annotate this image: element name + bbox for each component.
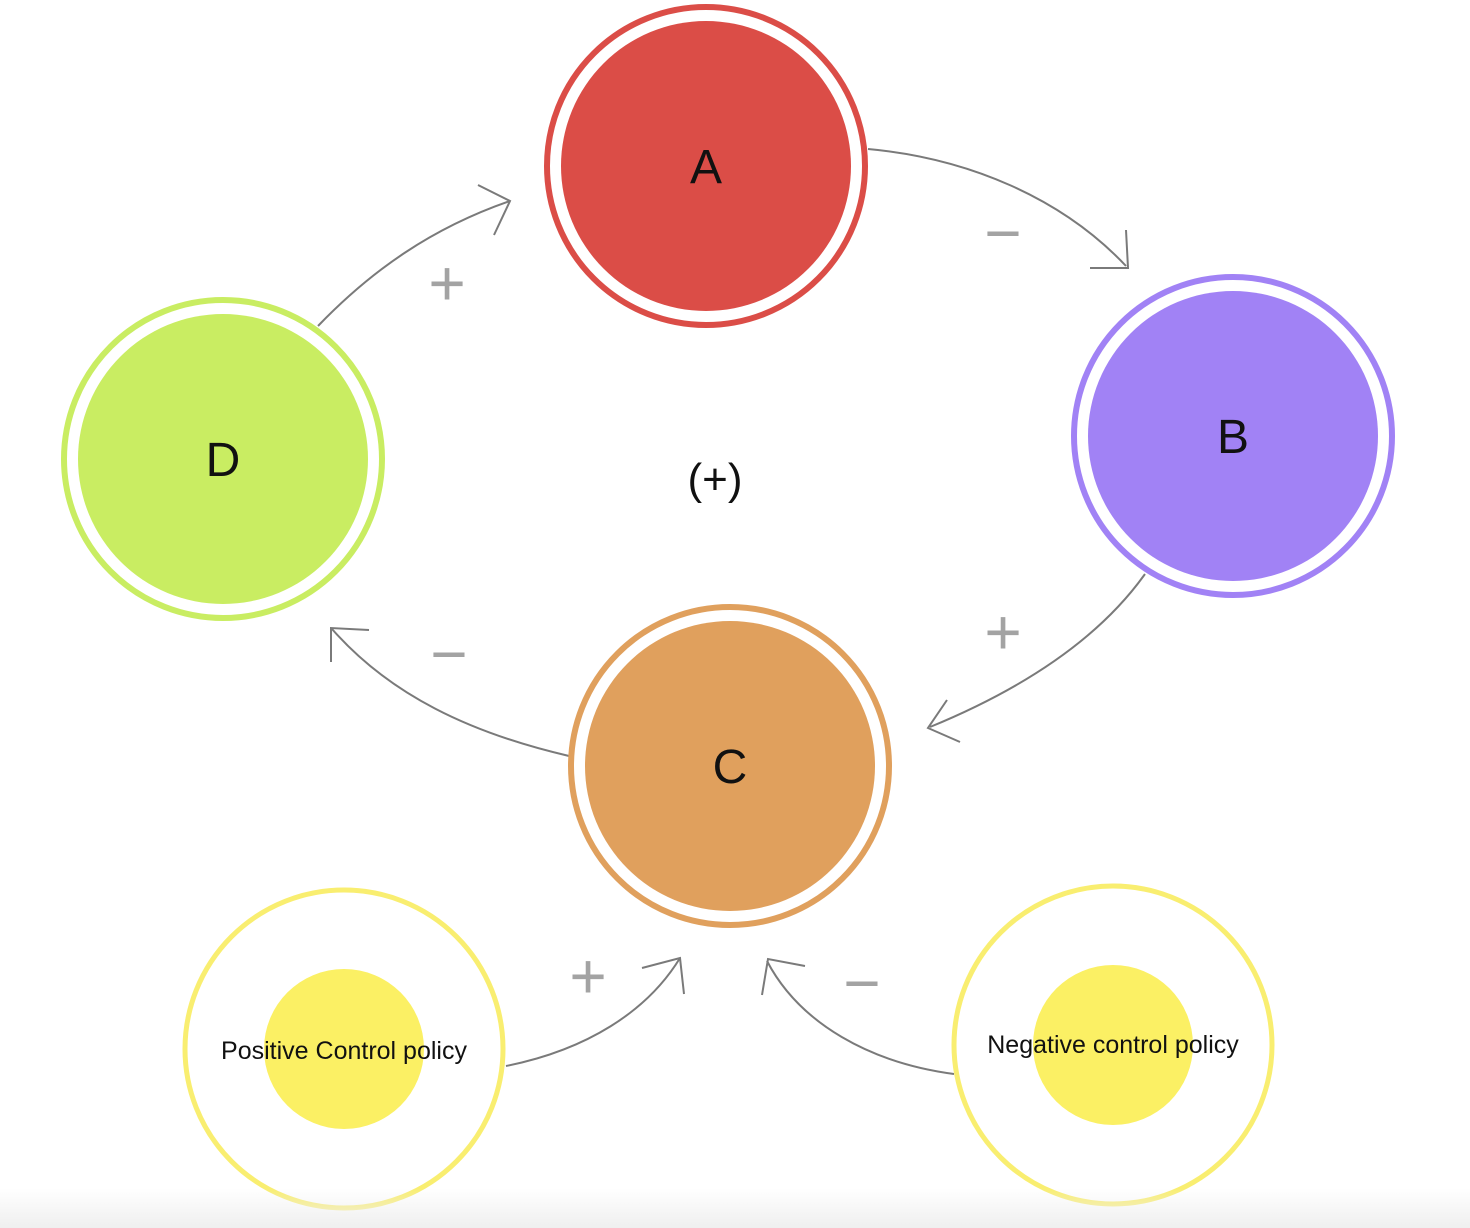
edge-positive-policy-to-c	[505, 956, 685, 1067]
node-b-label: B	[1217, 411, 1249, 464]
node-c-fill	[585, 621, 875, 911]
edge-a-to-b	[867, 148, 1130, 269]
sign-c-to-d: −	[430, 618, 467, 690]
node-c-ring	[568, 604, 892, 928]
policy-negative-core	[1033, 965, 1193, 1125]
edge-d-to-a	[317, 184, 512, 327]
node-b-fill	[1088, 291, 1378, 581]
edge-c-to-d	[330, 626, 570, 757]
node-a[interactable]: A	[544, 4, 868, 328]
node-c[interactable]: C	[568, 604, 892, 928]
link-signs: − + − + + −	[428, 197, 1021, 1019]
edge-negative-policy-to-c	[761, 957, 955, 1075]
node-d[interactable]: D	[61, 297, 385, 621]
node-d-label: D	[206, 434, 241, 487]
node-a-ring	[544, 4, 868, 328]
policy-negative-label: Negative control policy	[987, 1031, 1239, 1059]
arrowhead-a-to-b	[1090, 229, 1130, 269]
node-d-ring	[61, 297, 385, 621]
node-b[interactable]: B	[1071, 274, 1395, 598]
sign-positive-policy-to-c: +	[569, 940, 606, 1012]
arrowhead-b-to-c	[926, 699, 961, 743]
edge-b-to-c	[926, 573, 1146, 743]
node-b-ring	[1071, 274, 1395, 598]
arrowhead-d-to-a	[477, 184, 512, 236]
node-a-label: A	[690, 141, 722, 194]
arrowhead-negative-policy-to-c	[761, 957, 806, 996]
sign-a-to-b: −	[984, 197, 1021, 269]
policy-positive-label: Positive Control policy	[221, 1037, 467, 1065]
node-a-fill	[561, 21, 851, 311]
policy-positive[interactable]: Positive Control policy	[182, 887, 506, 1211]
arrowhead-positive-policy-to-c	[641, 956, 685, 995]
node-d-fill	[78, 314, 368, 604]
policy-negative[interactable]: Negative control policy	[951, 883, 1275, 1207]
bottom-fade	[0, 1188, 1470, 1228]
sign-negative-policy-to-c: −	[843, 947, 880, 1019]
loop-polarity-label: (+)	[688, 455, 743, 504]
policy-positive-core	[264, 969, 424, 1129]
sign-b-to-c: +	[984, 596, 1021, 668]
arrowhead-c-to-d	[330, 626, 370, 662]
sign-d-to-a: +	[428, 247, 465, 319]
node-c-label: C	[713, 741, 748, 794]
edges	[317, 148, 1146, 1075]
